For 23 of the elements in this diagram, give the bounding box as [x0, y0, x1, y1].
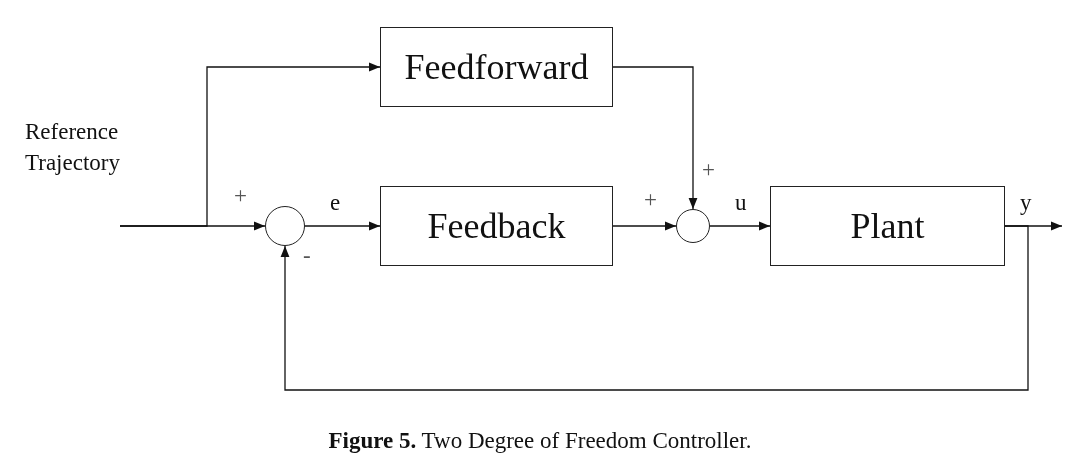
block-label: Plant: [850, 205, 925, 247]
block-label: Feedback: [427, 205, 566, 247]
summing-junction: [676, 209, 710, 243]
sign-label: +: [702, 156, 715, 184]
arrow: [280, 225, 1029, 391]
signal-label: e: [330, 190, 341, 216]
arrow: [612, 66, 698, 210]
block-box: [380, 186, 613, 266]
input-label: Reference Trajectory: [25, 118, 121, 178]
arrow: [709, 221, 771, 231]
sign-label: +: [234, 182, 247, 210]
block-label: Feedforward: [404, 46, 589, 88]
summing-junction: [265, 206, 305, 246]
block-box: [380, 27, 613, 107]
signal-label: y: [1020, 190, 1032, 216]
figure-caption: Figure 5. Two Degree of Freedom Controller.: [327, 428, 753, 454]
arrow: [119, 62, 381, 227]
signal-label: u: [735, 190, 747, 216]
block-box: [770, 186, 1005, 266]
sign-label: +: [644, 186, 657, 214]
sign-label: -: [303, 242, 311, 270]
arrow: [304, 221, 381, 231]
arrow: [612, 221, 677, 231]
